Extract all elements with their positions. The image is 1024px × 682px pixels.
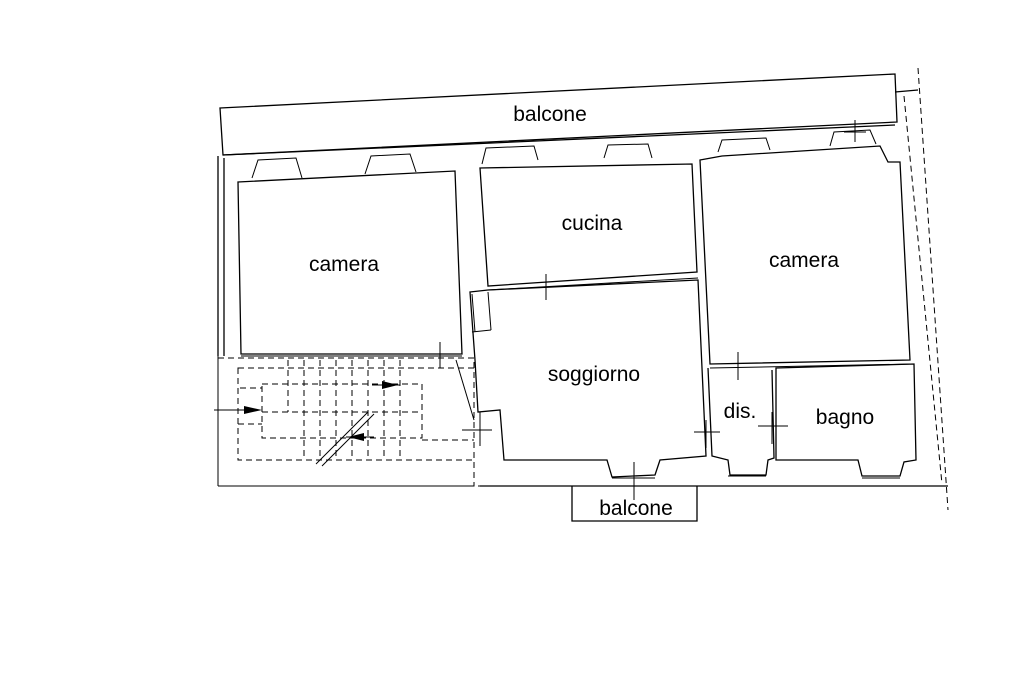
label-bedroom-left: camera — [309, 253, 379, 276]
room-hallway — [707, 367, 775, 476]
staircase — [214, 357, 475, 487]
room-living — [462, 279, 720, 478]
label-balcony-top: balcone — [513, 103, 587, 126]
balcony-bottom — [571, 462, 698, 522]
room-bathroom — [758, 363, 917, 477]
windows-top — [251, 129, 877, 179]
balcony-top — [219, 73, 898, 156]
room-bedroom-left — [237, 170, 463, 368]
label-balcony-bottom: balcone — [599, 497, 673, 520]
label-bedroom-right: camera — [769, 249, 839, 272]
label-hallway: dis. — [724, 400, 757, 423]
exterior-walls — [217, 67, 949, 511]
windows-bottom — [612, 475, 900, 479]
label-kitchen: cucina — [562, 212, 623, 235]
label-bathroom: bagno — [816, 406, 874, 429]
label-living-room: soggiorno — [548, 363, 640, 386]
